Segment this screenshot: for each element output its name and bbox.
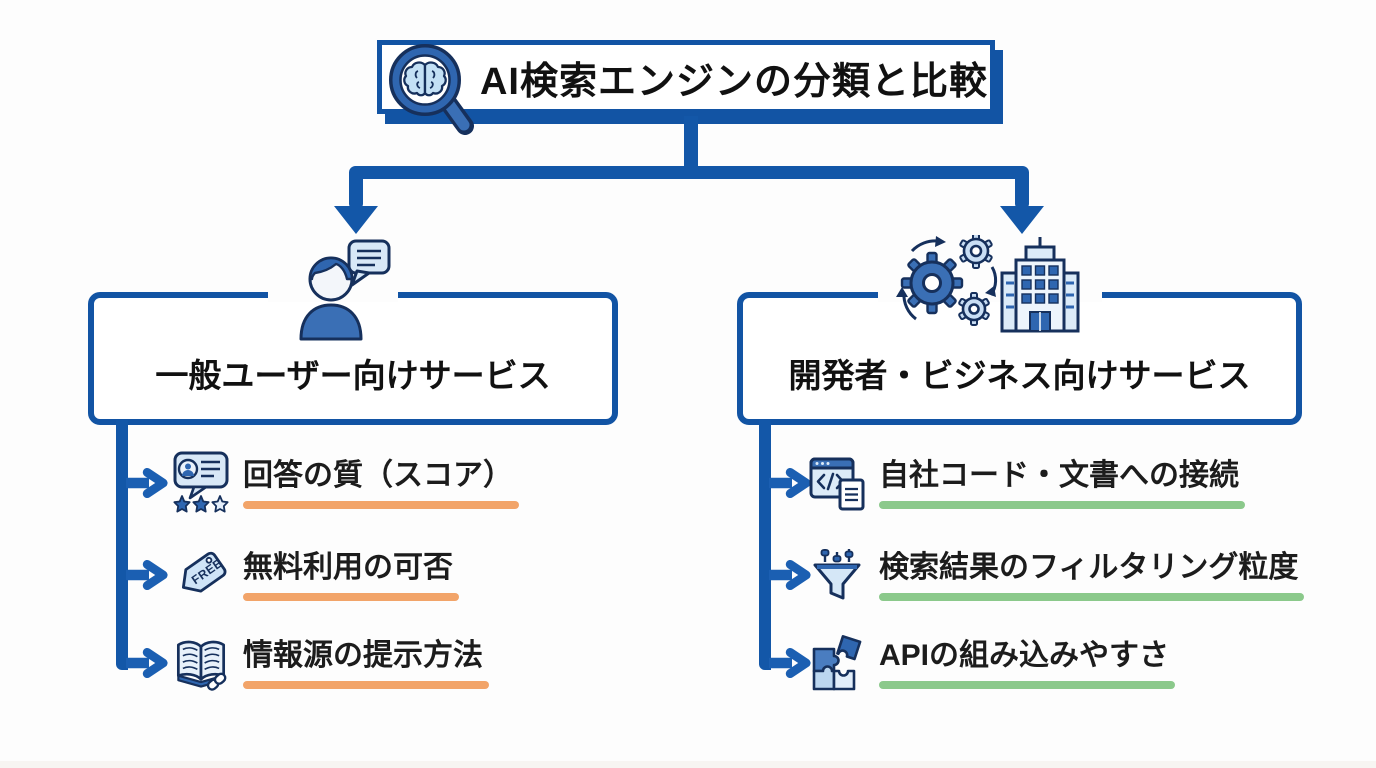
underline-accent <box>879 681 1176 689</box>
item-label: 無料利用の可否 <box>243 551 453 584</box>
bottom-texture-strip <box>0 761 1376 768</box>
book-source-icon <box>176 640 227 691</box>
list-item: 回答の質（スコア） <box>172 448 519 518</box>
connector-right-drop <box>1015 172 1029 208</box>
underline-accent <box>243 681 489 689</box>
item-label: 検索結果のフィルタリング粒度 <box>879 551 1299 584</box>
branch-box-developers-business: 開発者・ビジネス向けサービス <box>737 292 1302 425</box>
title-box: AI検索エンジンの分類と比較 <box>377 40 995 114</box>
puzzle-icon <box>812 635 862 691</box>
connector-left-drop <box>349 172 363 208</box>
list-item: 情報源の提示方法 <box>172 628 489 698</box>
list-item: 検索結果のフィルタリング粒度 <box>808 540 1305 610</box>
left-item2-arrow-icon <box>126 559 168 591</box>
underline-accent <box>879 593 1305 601</box>
item-label: 自社コード・文書への接続 <box>879 459 1239 492</box>
underline-accent <box>243 501 519 509</box>
arrowhead-right <box>1000 206 1044 234</box>
filter-icon <box>813 549 861 600</box>
link-icon <box>206 672 227 691</box>
list-item: FREE 無料利用の可否 <box>172 540 459 610</box>
arrowhead-left <box>334 206 378 234</box>
left-item1-arrow-icon <box>126 467 168 499</box>
gear-small-bottom <box>958 292 990 326</box>
left-branch-line <box>116 420 128 670</box>
right-item3-arrow-icon <box>769 647 811 679</box>
gears-building-icon <box>896 235 1080 333</box>
underline-accent <box>879 501 1245 509</box>
gear-large <box>900 251 964 315</box>
right-item1-arrow-icon <box>769 467 811 499</box>
code-document-icon <box>809 457 865 511</box>
item-label: 情報源の提示方法 <box>243 639 483 672</box>
connector-horizontal-bar <box>349 166 1029 179</box>
gear-small-top <box>959 235 993 269</box>
list-item: 自社コード・文書への接続 <box>808 448 1245 518</box>
branch-title-general-users: 一般ユーザー向けサービス <box>155 357 551 394</box>
review-stars-icon <box>173 451 229 513</box>
underline-accent <box>243 593 459 601</box>
item-label: APIの組み込みやすさ <box>879 639 1170 672</box>
brain-search-icon <box>389 44 474 135</box>
list-item: APIの組み込みやすさ <box>808 628 1176 698</box>
connector-stem <box>684 116 698 178</box>
left-item3-arrow-icon <box>126 647 168 679</box>
right-item2-arrow-icon <box>769 559 811 591</box>
item-label: 回答の質（スコア） <box>243 459 513 492</box>
free-tag-icon: FREE <box>181 551 227 593</box>
building <box>1000 237 1080 333</box>
user-chat-icon <box>299 239 391 341</box>
branch-title-developers-business: 開発者・ビジネス向けサービス <box>788 357 1251 394</box>
right-branch-line <box>759 420 771 670</box>
page-title: AI検索エンジンの分類と比較 <box>479 60 988 103</box>
